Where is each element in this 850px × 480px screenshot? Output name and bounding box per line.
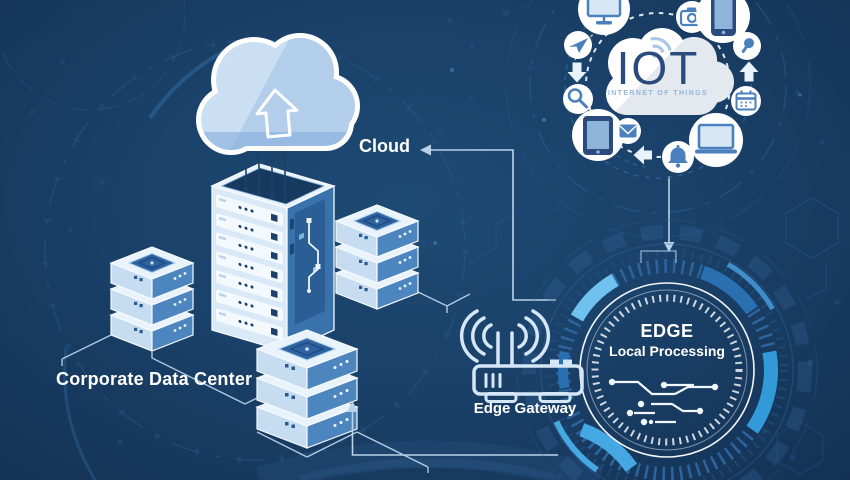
router-icon — [459, 309, 584, 403]
search-icon — [563, 84, 593, 114]
data-center-floor-lines — [61, 291, 471, 473]
monitor-icon — [578, 0, 630, 35]
tablet-icon — [572, 109, 624, 161]
cloud-connection-pins — [243, 138, 288, 203]
iot-cloud-icon — [606, 28, 734, 115]
server-stack-left-icon — [110, 246, 194, 352]
wifi-waves-icon — [459, 309, 551, 363]
cloud-upload-icon — [196, 33, 360, 155]
server-stack-front-icon — [256, 329, 358, 449]
connector-edge-to-data-center — [347, 401, 558, 456]
email-icon — [615, 118, 641, 144]
edge-subtitle: Local Processing — [609, 343, 725, 359]
bell-icon — [662, 141, 694, 173]
smartphone-icon — [696, 0, 750, 43]
upload-arrow-icon — [739, 61, 759, 82]
cloud-label: Cloud — [359, 136, 410, 156]
edge-title: EDGE — [640, 321, 694, 341]
corporate-data-center-label: Corporate Data Center — [56, 369, 253, 389]
server-stack-right-icon — [335, 204, 419, 310]
wifi-signal-icon — [650, 37, 672, 58]
pin-icon — [733, 32, 761, 60]
iot-hub — [563, 0, 761, 179]
edge-processing-ring — [516, 219, 818, 480]
connector-iot-to-edge — [663, 176, 675, 252]
download-arrow-icon — [567, 62, 587, 83]
iot-title: IOT — [616, 42, 700, 94]
paper-plane-icon — [564, 31, 592, 59]
server-tower-icon — [210, 163, 336, 354]
left-arrow-icon — [633, 145, 652, 165]
circuit-traces-icon — [608, 378, 719, 426]
connector-edge-to-cloud — [420, 144, 556, 301]
iot-subtitle: INTERNET OF THINGS — [607, 90, 709, 97]
edge-gateway-label: Edge Gateway — [473, 400, 577, 417]
calendar-icon — [731, 86, 761, 116]
laptop-icon — [689, 113, 743, 167]
